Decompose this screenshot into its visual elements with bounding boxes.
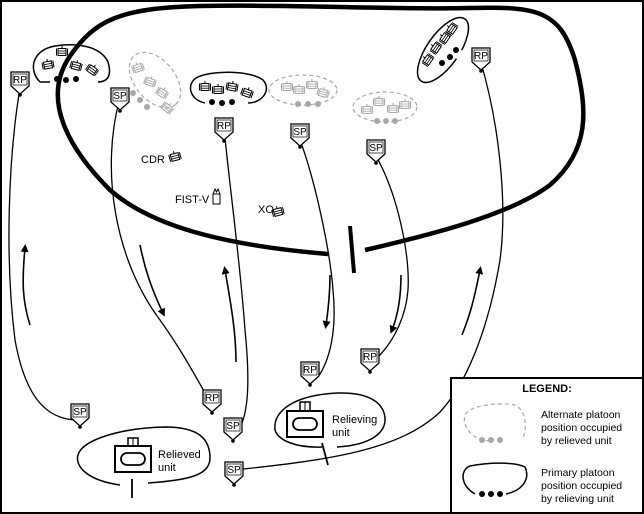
movement-arrows (20, 244, 484, 363)
legend-primary-line2: position occupied (541, 480, 622, 492)
point-marker-label: RP (217, 121, 231, 132)
release-point-marker: RP (202, 389, 222, 415)
legend-primary-line1: Primary platoon (541, 467, 615, 479)
start-point-marker: SP (110, 87, 130, 113)
platoon-vehicle-icon (373, 95, 385, 106)
platoon-vehicle-icon (56, 45, 68, 56)
arrow-down-icon (389, 274, 402, 334)
relieved-unit-label-line2: unit (158, 462, 176, 474)
arrow-down-icon (322, 274, 331, 329)
boundary-gap-marker (348, 225, 356, 274)
platoon-vehicle-icon (306, 78, 318, 89)
point-markers: RP SP RP SP SP RP SP RP SP SP RP RP (10, 47, 491, 487)
point-marker-label: SP (226, 421, 240, 432)
relieving-unit-label-line2: unit (332, 427, 350, 439)
release-point-marker: RP (471, 47, 491, 73)
relieved-unit: Relieved unit (76, 426, 211, 498)
legend-title: LEGEND: (522, 383, 572, 395)
platoon-vehicle-icon (293, 83, 305, 94)
legend-primary-line3: by relieving unit (541, 493, 614, 505)
platoon-vehicle-icon (316, 85, 331, 99)
release-point-marker: RP (214, 117, 234, 143)
arrow-up-icon (461, 266, 484, 336)
point-marker-label: SP (293, 127, 307, 138)
release-point-marker: RP (360, 348, 380, 374)
platoon-vehicle-icon (212, 83, 224, 94)
primary-position-top-right (416, 16, 472, 84)
fist-v-label: FIST-V (175, 194, 210, 206)
legend-item-alternate: Alternate platoon position occupied by r… (463, 403, 622, 447)
primary-position-top-left (32, 44, 111, 83)
point-marker-label: SP (113, 91, 127, 102)
cdr-label: CDR (141, 154, 165, 166)
fist-v-icon (212, 187, 221, 205)
platoon-vehicle-icon (387, 102, 399, 113)
point-marker-label: SP (73, 407, 87, 418)
platoon-vehicle-icon (427, 39, 443, 56)
point-marker-label: RP (303, 365, 317, 376)
legend-item-primary: Primary platoon position occupied by rel… (462, 462, 622, 505)
platoon-vehicle-icon (160, 99, 176, 115)
legend-alternate-line2: position occupied (541, 422, 622, 434)
unit-vehicle-icon (286, 401, 324, 438)
point-marker-label: RP (363, 352, 377, 363)
platoon-vehicle-icon (69, 58, 84, 72)
cdr-vehicle-icon (167, 149, 182, 163)
platoon-vehicle-icon (143, 73, 158, 88)
unit-vehicle-icon (114, 437, 152, 473)
relieved-unit-label-line1: Relieved (158, 449, 201, 461)
platoon-vehicle-icon (130, 59, 145, 74)
point-marker-label: SP (227, 465, 241, 476)
legend-alternate-line3: by relieved unit (541, 435, 612, 447)
platoon-vehicle-icon (361, 103, 373, 114)
release-point-marker: RP (10, 71, 30, 97)
start-point-marker: SP (70, 403, 90, 429)
platoon-vehicle-icon (240, 84, 255, 99)
company-boundary-lower (55, 54, 329, 257)
platoon-vehicle-icon (84, 61, 101, 77)
relieving-unit-label-line1: Relieving (332, 414, 377, 426)
platoon-vehicle-icon (41, 57, 55, 70)
alternate-position-mid (268, 74, 338, 107)
point-marker-label: RP (205, 393, 219, 404)
point-marker-label: RP (13, 75, 27, 86)
release-point-marker: RP (300, 361, 320, 387)
platoon-vehicle-icon (225, 79, 239, 92)
point-marker-label: RP (474, 51, 488, 62)
platoon-vehicle-icon (399, 98, 411, 109)
start-point-marker: SP (290, 123, 310, 149)
routes (8, 62, 504, 471)
platoon-vehicle-icon (199, 80, 211, 91)
company-boundary (68, 3, 586, 253)
start-point-marker: SP (224, 461, 244, 487)
alternate-position-left (128, 51, 182, 115)
legend: LEGEND: Alternate platoon position occup… (450, 377, 644, 514)
arrow-up-icon (20, 244, 31, 326)
alternate-position-right (352, 91, 418, 124)
arrow-up-icon (221, 266, 237, 363)
start-point-marker: SP (223, 417, 243, 443)
relieving-unit: Relieving unit (274, 392, 386, 466)
legend-alternate-line1: Alternate platoon (541, 409, 621, 421)
arrow-down-icon (139, 244, 165, 317)
primary-position-center (189, 71, 268, 106)
hq-elements: CDR FIST-V XO (141, 149, 285, 218)
platoon-vehicle-icon (154, 84, 171, 100)
start-point-marker: SP (366, 139, 386, 165)
platoon-vehicle-icon (281, 80, 293, 91)
point-marker-label: SP (369, 143, 383, 154)
xo-label: XO (258, 204, 274, 216)
